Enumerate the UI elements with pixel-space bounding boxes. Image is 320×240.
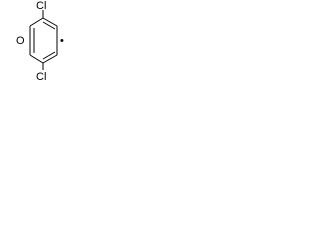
atom-label-oxygen: O (16, 35, 25, 47)
atom-label-chlorine-bottom: Cl (36, 71, 46, 82)
bond-c3-c4-double (42, 51, 56, 60)
bond-c5-c6 (42, 17, 58, 27)
bond-c5-c6-double (42, 21, 56, 30)
atom-label-chlorine-top: Cl (36, 0, 46, 12)
bond-c3-c4 (42, 54, 58, 64)
structure-diagram: Cl O Cl • (16, 0, 64, 83)
bond-c6-c1 (29, 17, 44, 27)
radical-marker: • (60, 35, 64, 47)
structure-canvas: Cl O Cl • (0, 0, 78, 83)
bond-c2-c3 (29, 54, 44, 64)
